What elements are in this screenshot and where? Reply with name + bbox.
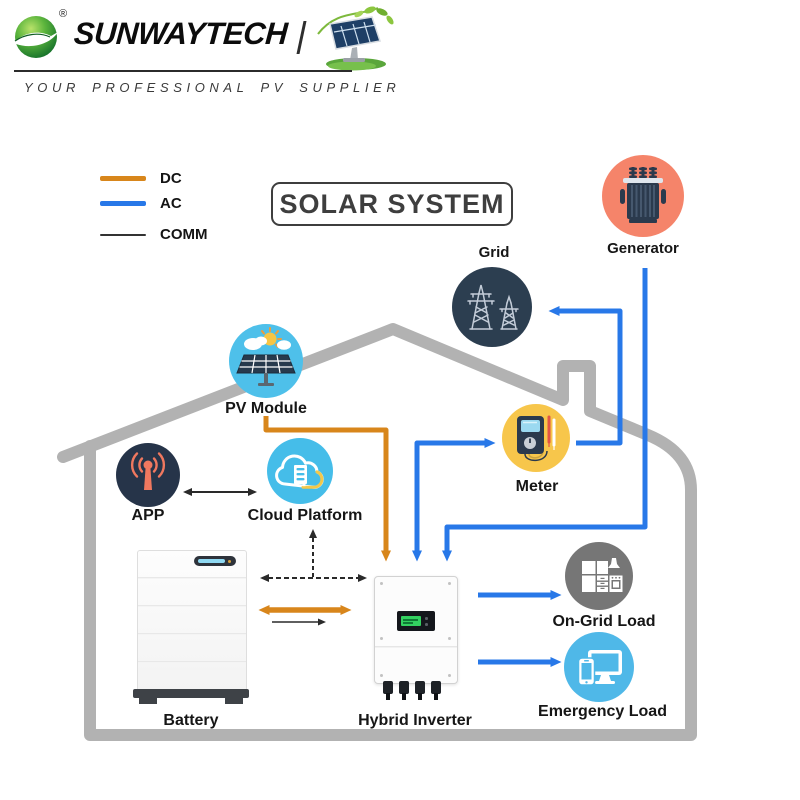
registered-trademark: ® <box>59 8 68 20</box>
ac-line-generator-inverter <box>442 268 648 562</box>
legend-comm-label: COMM <box>160 226 208 243</box>
meter-label: Meter <box>515 478 559 495</box>
battery-module-seam <box>138 605 246 607</box>
pv-module-node <box>229 324 303 398</box>
emergency-load-label: Emergency Load <box>538 703 667 720</box>
transformer-icon <box>620 167 666 223</box>
multimeter-icon <box>517 415 556 462</box>
legend-dc-label: DC <box>160 170 182 187</box>
inverter-display <box>397 611 435 631</box>
ac-line-inverter-meter <box>412 438 496 562</box>
ac-line-meter-grid <box>548 306 623 446</box>
app-node <box>116 443 180 507</box>
grid-label: Grid <box>478 244 510 261</box>
inverter-connector <box>383 681 393 694</box>
battery-led-dot <box>228 559 231 563</box>
kitchen-appliances-icon <box>582 558 623 592</box>
screw <box>380 582 383 585</box>
transmission-towers-icon <box>467 284 519 330</box>
cloud-platform-label: Cloud Platform <box>247 507 363 524</box>
page-title: SOLAR SYSTEM <box>271 182 513 226</box>
inverter-cable <box>434 693 438 700</box>
grid-node <box>452 267 532 347</box>
generator-node <box>602 155 684 237</box>
screw <box>448 637 451 640</box>
battery-module-seam <box>138 661 246 663</box>
inverter-led <box>425 623 428 626</box>
screw <box>448 582 451 585</box>
battery-module-seam <box>138 577 246 579</box>
lcd-text-line <box>403 618 418 621</box>
hybrid-inverter-label: Hybrid Inverter <box>358 712 472 729</box>
inverter-connector <box>431 681 441 694</box>
inverter-lcd-screen <box>401 616 421 626</box>
pv-module-label: PV Module <box>225 400 307 417</box>
emergency-load-node <box>564 632 634 702</box>
dc-line-pv-to-inverter <box>263 416 391 562</box>
legend-ac-label: AC <box>160 195 182 212</box>
brand-name: SUNWAYTECH <box>72 16 289 51</box>
screw <box>380 674 383 677</box>
ongrid-load-node <box>565 542 633 610</box>
inverter-seam <box>375 646 457 648</box>
legend-comm-line <box>100 234 146 236</box>
cloud-platform-node <box>267 438 333 504</box>
screw <box>380 637 383 640</box>
battery-unit <box>137 550 247 691</box>
battery-foot-left <box>139 697 157 704</box>
inverter-led <box>425 617 428 620</box>
legend-ac-line <box>100 201 146 206</box>
brand-tagline: YOUR PROFESSIONAL PV SUPPLIER <box>24 80 401 95</box>
solar-panel-photo-icon <box>317 6 394 71</box>
hybrid-inverter-unit <box>374 576 458 684</box>
battery-led-bar <box>198 559 225 563</box>
ongrid-load-label: On-Grid Load <box>552 613 656 630</box>
inverter-connector <box>415 681 425 694</box>
legend-dc-line <box>100 176 146 181</box>
inverter-cable <box>386 693 390 700</box>
battery-status-led <box>194 556 236 566</box>
battery-label: Battery <box>163 712 219 729</box>
cloud-server-icon <box>275 454 324 489</box>
devices-icon <box>577 650 622 686</box>
app-label: APP <box>131 507 165 524</box>
antenna-signal-icon <box>130 452 166 490</box>
battery-foot-right <box>225 697 243 704</box>
solar-panel-sun-icon <box>236 327 296 386</box>
battery-module-seam <box>138 633 246 635</box>
meter-node <box>502 404 570 472</box>
lcd-text-line <box>403 622 413 624</box>
inverter-cable <box>418 693 422 700</box>
generator-label: Generator <box>607 240 679 257</box>
house-outline <box>57 323 697 741</box>
header-divider <box>14 70 352 72</box>
inverter-connector <box>399 681 409 694</box>
battery-base <box>133 689 249 698</box>
inverter-cable <box>402 693 406 700</box>
sunwaytech-logo-icon <box>14 16 58 58</box>
screw <box>448 674 451 677</box>
